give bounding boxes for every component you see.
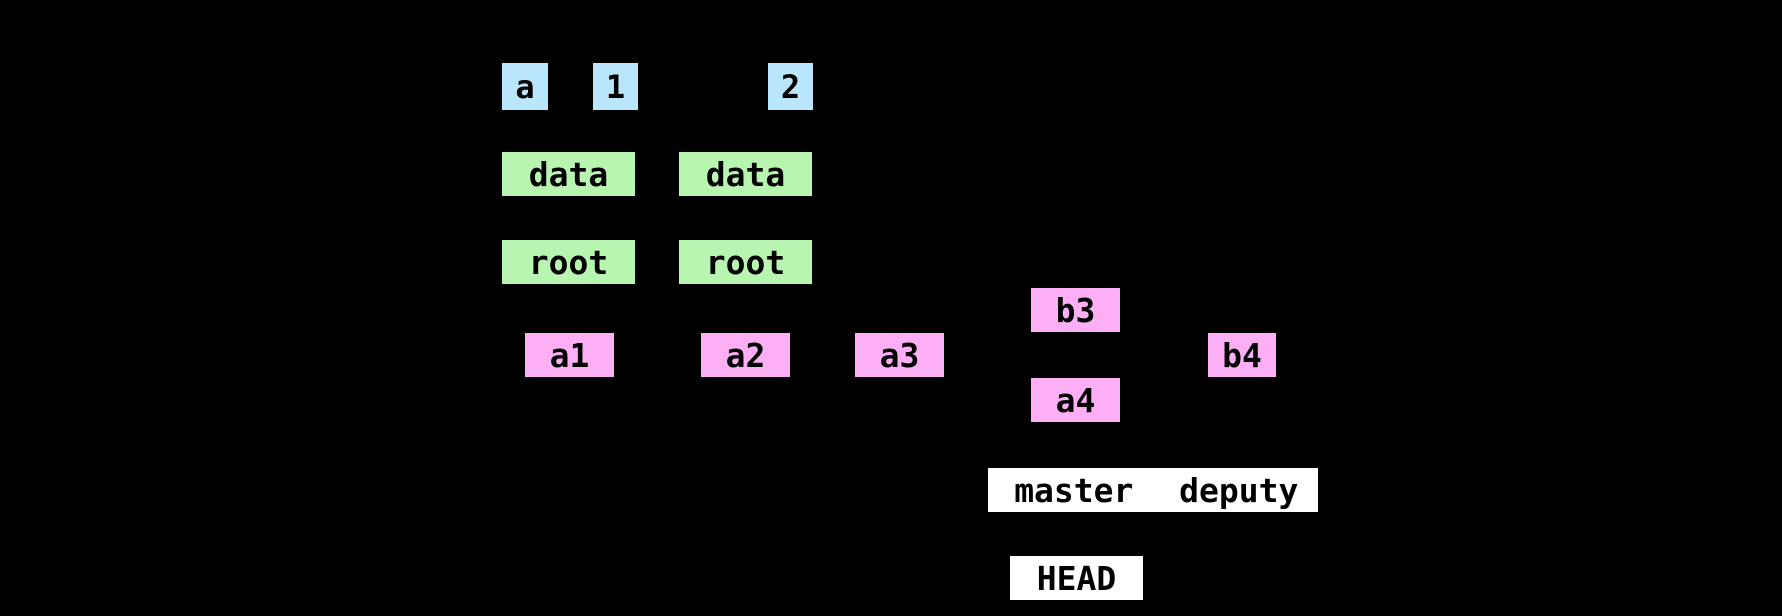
edge-blob-2-to-data <box>788 110 790 152</box>
head-ref-box[interactable]: HEAD <box>1010 556 1143 600</box>
tree-node-root-1[interactable]: root <box>502 240 635 284</box>
edge-a2-to-a3 <box>790 354 855 356</box>
commit-node-a1[interactable]: a1 <box>525 333 614 377</box>
edge-blob-1-to-data <box>612 110 614 152</box>
commit-node-b4[interactable]: b4 <box>1208 333 1276 377</box>
tree-node-data-1[interactable]: data <box>502 152 635 196</box>
branch-ref-deputy[interactable]: deputy <box>1179 470 1299 510</box>
edge-a1-to-a2 <box>614 354 701 356</box>
blob-node-1[interactable]: 1 <box>593 63 638 110</box>
branch-ref-master[interactable]: master <box>1014 470 1134 510</box>
edge-blob-a-to-data <box>550 110 552 152</box>
blob-node-2[interactable]: 2 <box>768 63 813 110</box>
edge-a3-to-b3 <box>944 310 1031 312</box>
commit-node-a4[interactable]: a4 <box>1031 378 1120 422</box>
edge-b3-to-b4 <box>1120 355 1208 357</box>
commit-node-a3[interactable]: a3 <box>855 333 944 377</box>
edge-data-to-root <box>566 196 568 240</box>
tree-node-root-2[interactable]: root <box>679 240 812 284</box>
edge-root-to-a1 <box>566 284 568 333</box>
edge-a3-to-a4 <box>944 400 1031 402</box>
blob-node-a[interactable]: a <box>502 63 548 110</box>
tree-node-data-2[interactable]: data <box>679 152 812 196</box>
edge-branch-box-to-head <box>1076 512 1078 556</box>
edge-data2-to-root2 <box>743 196 745 240</box>
branch-ref-box: master deputy <box>988 468 1318 512</box>
edge-b4-to-branch-box <box>1242 422 1244 468</box>
commit-node-a2[interactable]: a2 <box>701 333 790 377</box>
edge-root2-to-a2 <box>743 284 745 333</box>
commit-node-b3[interactable]: b3 <box>1031 288 1120 332</box>
edge-a4-to-branch-box <box>1075 422 1077 468</box>
